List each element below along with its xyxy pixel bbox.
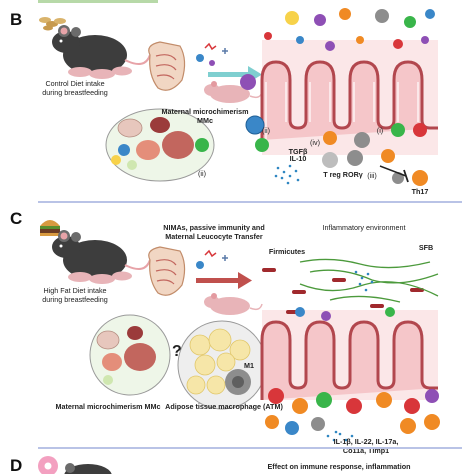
villi-panel-c [260, 310, 438, 400]
panel-c-m1: M1 [244, 361, 254, 370]
panel-c-letter: C [10, 209, 23, 228]
mother-mouse-icon [52, 25, 151, 79]
cytokine-dots-c [326, 430, 354, 442]
top-strip [38, 0, 158, 3]
organs-circle-icon [105, 108, 215, 182]
intestine-c-icon [148, 246, 186, 296]
bacteria-c [262, 258, 439, 314]
panel-b-mm-caption: Maternal microchimerism MMc [161, 107, 249, 125]
divider-c-d [38, 447, 462, 449]
panel-b-il10: IL-10 [289, 154, 307, 163]
adipose-circle-icon [177, 320, 267, 410]
food-pellets-icon [39, 17, 66, 31]
panel-b-label-iv: (iv) [310, 138, 320, 147]
panel-b-label-ii-bottom: (ii) [198, 169, 206, 178]
panel-b-letter: B [10, 10, 23, 29]
panel-c-firmicutes: Firmicutes [268, 247, 306, 256]
panel-c-diet-caption: High Fat Diet intake during breastfeedin… [42, 286, 108, 304]
panel-c-transfer-caption: NIMAs, passive immunity and Maternal Leu… [163, 223, 265, 241]
panel-c-mm-caption: Maternal microchimerism MMc [55, 402, 161, 411]
panel-d-illustration [38, 456, 112, 474]
panel-c-cytokines: IL-1β, IL-22, IL-17a, Co11a, Timp1 [333, 437, 399, 455]
mother-mouse-d-icon [64, 463, 112, 474]
panel-b-diet-caption: Control Diet intake during breastfeeding [42, 79, 108, 97]
panel-b-label-ii-top: (ii) [262, 126, 270, 135]
mother-mouse-c-icon [52, 230, 151, 284]
panel-d-letter: D [10, 456, 23, 475]
villi-panel-b [260, 40, 438, 155]
panel-b-label-iii: (iii) [367, 171, 377, 180]
donut-icon [38, 456, 58, 474]
panel-c-illustration [40, 220, 440, 442]
cytokine-dots-b [274, 164, 300, 185]
panel-b-treg: T reg RORγ [323, 170, 363, 179]
transfer-arrow-c-icon [196, 272, 252, 289]
panel-b-th17: Th17 [411, 187, 429, 196]
panel-b-label-i: (i) [376, 126, 384, 135]
panel-d-effect-caption: Effect on immune response, inflammation [267, 462, 411, 471]
panel-c-env-caption: Inflammatory environment [322, 223, 406, 232]
panel-b-illustration [39, 8, 438, 186]
intestine-icon [148, 41, 186, 91]
pup-icon [204, 81, 263, 103]
panel-c-question: ? [172, 343, 182, 360]
organs-circle-c-icon [89, 314, 171, 396]
panel-c-sfb: SFB [418, 243, 434, 252]
burger-icon [40, 220, 60, 236]
panel-c-atm-caption: Adipose tissue macrophage (ATM) [165, 402, 283, 411]
panel-b-tgfb: TGFβ [288, 147, 308, 156]
pup-c-icon [204, 293, 263, 315]
divider-b-c [38, 201, 462, 203]
